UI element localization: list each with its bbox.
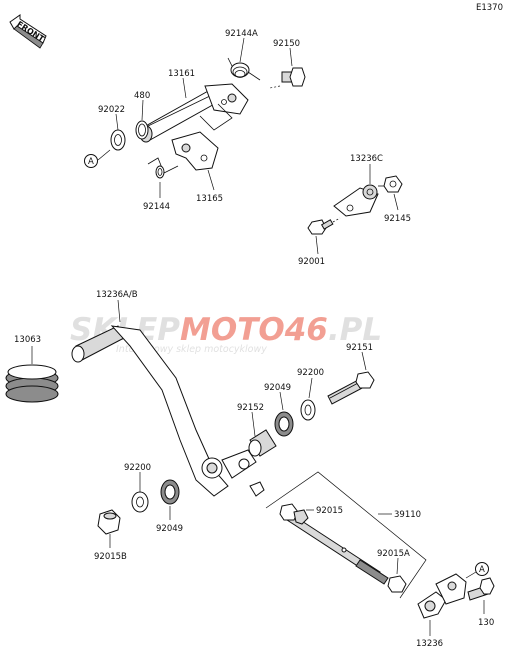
label-92015b: 92015B (94, 552, 127, 562)
label-92200b: 92200 (124, 463, 151, 473)
ref-marker-a-right-icon (475, 562, 489, 576)
label-13063: 13063 (14, 335, 41, 345)
label-92152: 92152 (237, 403, 264, 413)
shift-pedal-13236ab-icon (71, 325, 257, 497)
label-13236ab: 13236A/B (96, 290, 138, 300)
watermark-part4: .PL (328, 312, 382, 348)
nut-92015b-icon (97, 509, 121, 535)
circlip-480-icon (135, 120, 149, 140)
washer-92200a-icon (300, 399, 316, 421)
label-92144: 92144 (143, 202, 170, 212)
ref-marker-a-left-icon (84, 154, 98, 168)
linkage-13236c-icon (333, 184, 379, 217)
label-92049b: 92049 (156, 524, 183, 534)
label-92145: 92145 (384, 214, 411, 224)
collar-92152-icon (248, 429, 277, 457)
pedal-rubber-13063-icon (5, 364, 59, 403)
label-480: 480 (134, 91, 150, 101)
watermark-part3: 46 (284, 312, 328, 348)
label-13236: 13236 (416, 639, 443, 649)
label-92015a: 92015A (377, 549, 410, 559)
label-92151: 92151 (346, 343, 373, 353)
label-92049a: 92049 (264, 383, 291, 393)
label-92001: 92001 (298, 257, 325, 267)
washer-92200b-icon (131, 491, 149, 513)
watermark-part2: MOTO (180, 312, 285, 348)
label-13161: 13161 (168, 69, 195, 79)
label-130: 130 (478, 618, 494, 628)
label-92150: 92150 (273, 39, 300, 49)
nut-92015a-icon (387, 575, 407, 593)
bolt-92151-icon (327, 371, 375, 405)
ref-marker-a-left: A (88, 157, 94, 167)
svg-text:SKLEPMOTO46.PL: SKLEPMOTO46.PL (70, 312, 382, 348)
washer-92022-icon (110, 129, 126, 151)
label-13165: 13165 (196, 194, 223, 204)
seal-92049b-icon (160, 479, 180, 505)
rod-end-13236-icon (417, 573, 467, 619)
front-arrow-icon: FRONT (9, 14, 47, 49)
label-92200a: 92200 (297, 368, 324, 378)
watermark: SKLEPMOTO46.PL Internetowy sklep motocyk… (70, 312, 382, 355)
label-92015: 92015 (316, 506, 343, 516)
label-92022: 92022 (98, 105, 125, 115)
spring-92144a-icon (227, 57, 261, 81)
joint-small-icon (249, 481, 265, 497)
label-13236c: 13236C (350, 154, 383, 164)
diagram-code: E1370 (476, 3, 503, 13)
label-39110: 39110 (394, 510, 421, 520)
seal-92049a-icon (274, 411, 294, 437)
bolt-92001-icon (307, 217, 341, 235)
nut-92145-icon (378, 175, 403, 193)
bolt-92150-icon (269, 67, 306, 89)
arm-13165-icon (171, 103, 233, 171)
watermark-tagline: Internetowy sklep motocyklowy (116, 344, 267, 355)
nut-92015-icon (279, 503, 309, 525)
ref-marker-a-right: A (479, 565, 485, 575)
label-92144a: 92144A (225, 29, 258, 39)
bolt-130-icon (467, 577, 495, 601)
spring-92144-icon (147, 157, 179, 179)
